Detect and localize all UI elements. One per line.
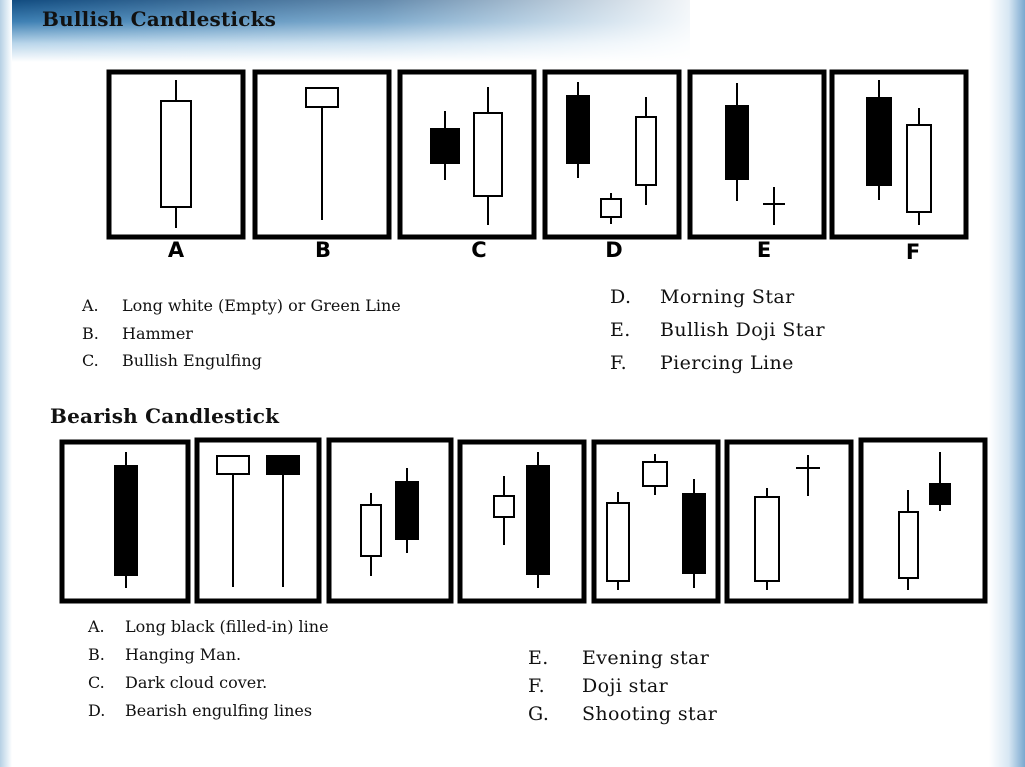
legend-key: A. (88, 617, 105, 636)
bearish-frame-7 (858, 437, 988, 604)
legend-key: F. (528, 675, 546, 697)
legend-text: Bullish Doji Star (660, 319, 825, 341)
legend-text: Dark cloud cover. (125, 673, 268, 692)
bullish-letter-a: A (168, 238, 185, 262)
bullish-letter-e: E (757, 238, 771, 262)
bearish-5-black-candle (682, 493, 706, 574)
bullish-f-black-candle (866, 97, 892, 186)
bearish-1-black-candle (114, 465, 138, 576)
bearish-title: Bearish Candlestick (50, 404, 280, 428)
bullish-frame-c (397, 69, 537, 240)
bullish-letter-f: F (906, 240, 920, 264)
bullish-candles (160, 80, 932, 228)
bullish-frame-e (687, 69, 827, 240)
legend-key: F. (610, 352, 628, 374)
legend-key: E. (610, 319, 631, 341)
bearish-3-black-candle (395, 481, 419, 540)
bullish-c-white-candle (473, 112, 503, 197)
legend-key: E. (528, 647, 549, 669)
bullish-e-black-candle (725, 105, 749, 180)
legend-text: Piercing Line (660, 352, 794, 374)
bearish-2-white-body (216, 455, 250, 475)
legend-item-hanging-man: B. Hanging Man. (88, 645, 241, 664)
bullish-frame-b (252, 69, 392, 240)
legend-text: Hammer (122, 324, 193, 343)
bearish-5-star-candle (642, 461, 668, 487)
bullish-f-white-candle (906, 124, 932, 213)
bullish-letter-c: C (471, 238, 486, 262)
legend-text: Morning Star (660, 286, 795, 308)
bearish-7-shooting-body (929, 483, 951, 505)
legend-item-bearish-engulfing: D. Bearish engulfing lines (88, 701, 312, 720)
legend-item-shooting-star: G. Shooting star (528, 703, 717, 725)
bullish-frames (106, 69, 969, 240)
bearish-4-white-candle (493, 495, 515, 518)
legend-text: Evening star (582, 647, 710, 669)
bearish-2-black-body (266, 455, 300, 475)
legend-key: B. (88, 645, 105, 664)
bullish-title: Bullish Candlesticks (42, 7, 277, 31)
bearish-4-black-candle (526, 465, 550, 575)
bearish-6-white-candle (754, 496, 780, 582)
bullish-c-black-candle (430, 128, 460, 164)
bearish-frame-2 (194, 437, 322, 604)
legend-item-dark-cloud: C. Dark cloud cover. (88, 673, 267, 692)
legend-key: C. (82, 351, 99, 370)
bullish-d-black-candle (566, 95, 590, 164)
legend-text: Shooting star (582, 703, 718, 725)
legend-item-doji-star: F. Doji star (528, 675, 668, 697)
legend-item-hammer-a: A. Long white (Empty) or Green Line (82, 296, 401, 315)
bearish-frame-6 (724, 439, 854, 604)
left-edge-band (0, 0, 12, 767)
bearish-candles (114, 452, 951, 590)
legend-key: C. (88, 673, 105, 692)
right-edge-band (989, 0, 1025, 767)
legend-item-bullish-doji-star: E. Bullish Doji Star (610, 319, 825, 341)
bullish-d-star-candle (600, 198, 622, 218)
bearish-frames (59, 437, 988, 604)
legend-text: Long black (filled-in) line (125, 617, 329, 636)
bullish-letter-d: D (605, 238, 622, 262)
legend-key: D. (610, 286, 632, 308)
legend-item-hammer-c: C. Bullish Engulfing (82, 351, 262, 370)
legend-item-morning-star: D. Morning Star (610, 286, 795, 308)
legend-text: Hanging Man. (125, 645, 242, 664)
legend-item-long-black: A. Long black (filled-in) line (88, 617, 329, 636)
legend-key: D. (88, 701, 106, 720)
legend-key: A. (82, 296, 99, 315)
legend-text: Long white (Empty) or Green Line (122, 296, 401, 315)
bullish-b-hammer-body (305, 87, 339, 108)
legend-item-hammer-b: B. Hammer (82, 324, 193, 343)
legend-text: Doji star (582, 675, 669, 697)
bearish-frame-5 (591, 439, 721, 604)
bearish-3-white-candle (360, 504, 382, 557)
bullish-a-white-candle (160, 100, 192, 208)
bearish-frame-1 (59, 439, 191, 604)
legend-key: G. (528, 703, 550, 725)
bullish-frame-d (542, 69, 682, 240)
bearish-5-white-candle (606, 502, 630, 582)
bearish-frame-4 (457, 439, 587, 604)
legend-item-evening-star: E. Evening star (528, 647, 709, 669)
legend-key: B. (82, 324, 99, 343)
bullish-frame-a (106, 69, 246, 240)
bearish-frame-3 (326, 437, 454, 604)
bullish-letter-b: B (315, 238, 331, 262)
bullish-d-white-candle (635, 116, 657, 186)
legend-text: Bullish Engulfing (122, 351, 262, 370)
bullish-frame-f (829, 69, 969, 240)
legend-text: Bearish engulfing lines (125, 701, 313, 720)
legend-item-piercing-line: F. Piercing Line (610, 352, 794, 374)
header-band-fade (0, 0, 690, 62)
bearish-7-white-candle (898, 511, 919, 579)
